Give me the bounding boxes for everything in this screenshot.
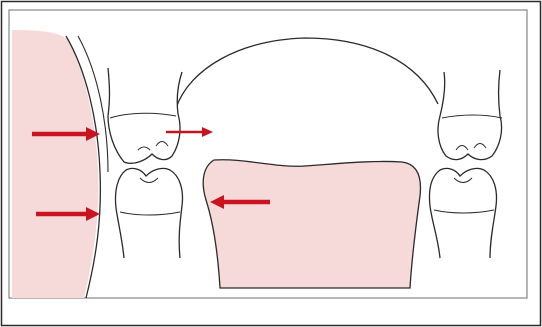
lower-left-molar	[115, 168, 182, 258]
upper-right-molar	[438, 70, 502, 160]
lower-right-molar	[429, 168, 496, 258]
tongue	[203, 160, 420, 288]
upper-left-molar	[108, 68, 182, 163]
